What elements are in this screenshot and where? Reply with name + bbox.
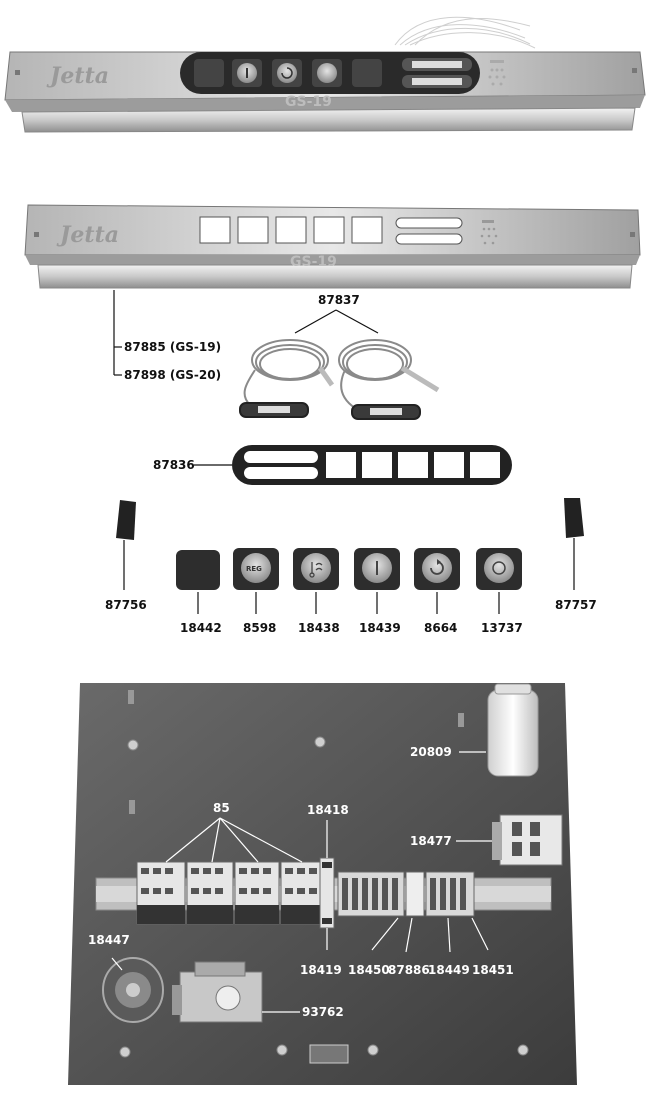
shower-icon <box>488 60 506 86</box>
label-btn-blank: 18442 <box>180 621 222 635</box>
button-misc <box>476 548 522 614</box>
label-relay-top: 18418 <box>307 803 349 817</box>
label-btn-temp: 18438 <box>298 621 340 635</box>
panel-btn-power <box>232 59 262 87</box>
faceplate-leader <box>113 290 122 376</box>
panel-thermometer-gauges <box>402 58 472 88</box>
panel-btn-blank-2 <box>352 59 382 87</box>
label-contactors: 85 <box>213 801 230 815</box>
label-thermometers: 87837 <box>318 293 360 307</box>
label-btn-power: 18439 <box>359 621 401 635</box>
label-capacitor: 20809 <box>410 745 452 759</box>
thermometer-probe-left <box>239 339 335 418</box>
label-btn-cycle: 8664 <box>424 621 457 635</box>
contactor-leaders <box>165 817 303 863</box>
shower-icon <box>480 220 498 245</box>
panel-btn-cycle <box>272 59 302 87</box>
label-faceplate-gs19: 87885 (GS-19) <box>124 340 221 354</box>
end-cap-left <box>116 500 136 590</box>
label-terminal-c: 18449 <box>428 963 470 977</box>
terminal-leaders <box>371 917 489 953</box>
contactors <box>136 861 326 925</box>
pressure-switch <box>102 957 164 1023</box>
thermometer-wires <box>394 16 536 49</box>
model-emboss: GS-19 <box>290 254 337 270</box>
model-emboss: GS-19 <box>285 94 332 110</box>
label-faceplate-gs20: 87898 (GS-20) <box>124 368 221 382</box>
label-end-left: 87756 <box>105 598 147 612</box>
label-btn-reg: 8598 <box>243 621 276 635</box>
capacitor <box>459 683 539 777</box>
label-terminal-b: 87886 <box>388 963 430 977</box>
end-cap-right <box>564 498 584 590</box>
label-btn-misc: 13737 <box>481 621 523 635</box>
thermometer-probe-right <box>338 339 440 420</box>
label-gasket: 87836 <box>153 458 195 472</box>
button-cycle <box>414 548 460 614</box>
relay-module <box>319 820 335 950</box>
thermometer-glyph-icon <box>309 562 323 578</box>
thermometer-leader <box>294 309 379 334</box>
button-temperature <box>293 548 339 614</box>
panel-btn-temp <box>312 59 342 87</box>
brand-logo: Jetta <box>56 222 119 248</box>
control-panel-assembled: Jetta GS-19 <box>4 16 646 133</box>
gasket <box>232 445 512 485</box>
circle-glyph-icon <box>492 561 506 575</box>
label-pressure-switch: 18447 <box>88 933 130 947</box>
button-reg: REG <box>233 548 279 614</box>
label-timer: 93762 <box>302 1005 344 1019</box>
label-relay-bottom: 18419 <box>300 963 342 977</box>
cycle-arrow-icon <box>430 561 444 575</box>
faceplate-cutouts <box>199 216 463 245</box>
faceplate-blank: Jetta GS-19 <box>24 204 641 289</box>
reg-glyph: REG <box>246 565 262 573</box>
button-power <box>354 548 400 614</box>
label-terminal-a: 18450 <box>348 963 390 977</box>
connector-block <box>456 814 563 866</box>
label-terminal-d: 18451 <box>472 963 514 977</box>
timer-motor <box>172 961 300 1023</box>
terminal-blocks <box>337 871 475 917</box>
label-connector: 18477 <box>410 834 452 848</box>
label-end-right: 87757 <box>555 598 597 612</box>
button-blank <box>176 550 220 614</box>
brand-logo: Jetta <box>46 63 109 89</box>
panel-btn-blank-1 <box>194 59 224 87</box>
